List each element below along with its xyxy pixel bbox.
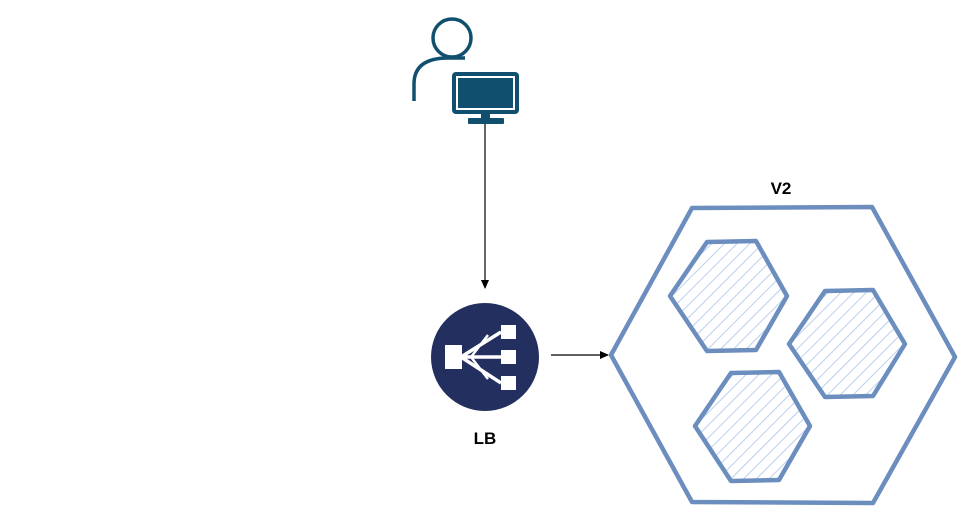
cluster-label: V2	[770, 179, 792, 198]
hexagon-cluster-icon	[608, 204, 958, 506]
cluster-node-hexagon	[667, 238, 790, 354]
cluster-node-hexagon	[786, 287, 908, 400]
load-balancer-label: LB	[473, 429, 497, 448]
user-body-icon	[412, 56, 465, 101]
load-balancer-icon	[431, 303, 539, 411]
cluster-node-hexagon	[692, 369, 813, 484]
monitor-stand-icon	[468, 118, 504, 124]
user-head-icon	[431, 17, 473, 59]
user-workstation-icon	[412, 17, 519, 124]
